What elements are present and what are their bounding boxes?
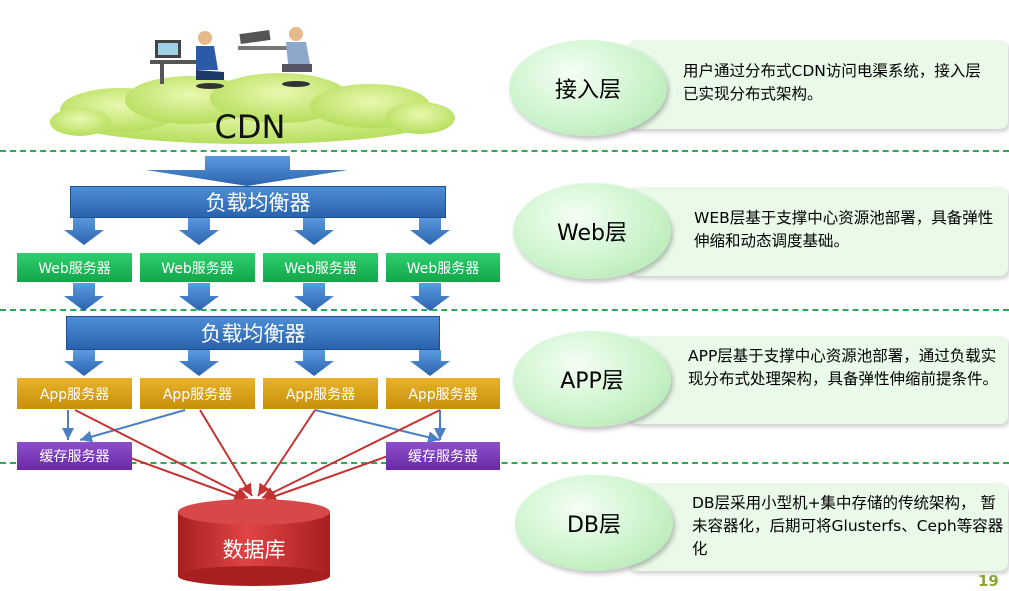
- web-server: Web服务器: [386, 253, 500, 282]
- architecture-graphics: [50, 27, 455, 586]
- layer-description: APP层基于支撑中心资源池部署，通过负载实现分布式处理架构，具备弹性伸缩前提条件…: [688, 347, 999, 388]
- app-server: App服务器: [386, 378, 500, 409]
- divider-line: [0, 309, 1009, 311]
- database-label: 数据库: [222, 538, 286, 562]
- page-number: 19: [978, 572, 999, 590]
- divider-line: [0, 150, 1009, 152]
- layer-panel-web: WEB层基于支撑中心资源池部署，具备弹性伸缩和动态调度基础。: [628, 187, 1008, 276]
- load-balancer-2: 负载均衡器: [66, 316, 440, 350]
- web-server: Web服务器: [17, 253, 132, 282]
- layer-label-app: APP层: [513, 331, 671, 427]
- app-server: App服务器: [263, 378, 378, 409]
- layer-description: 用户通过分布式CDN访问电渠系统，接入层已实现分布式架构。: [683, 62, 981, 103]
- web-server: Web服务器: [140, 253, 255, 282]
- load-balancer-1: 负载均衡器: [70, 186, 446, 218]
- user-computer-icon: [238, 27, 312, 87]
- cdn-arrow: [146, 156, 348, 186]
- cdn-label: CDN: [214, 108, 286, 146]
- layer-description: WEB层基于支撑中心资源池部署，具备弹性伸缩和动态调度基础。: [694, 209, 994, 250]
- layer-label-web: Web层: [513, 183, 671, 279]
- lb1-web-arrows: [64, 217, 450, 245]
- divider-line: [0, 462, 1009, 464]
- layer-label-db: DB层: [515, 475, 673, 571]
- web-server: Web服务器: [263, 253, 378, 282]
- layer-panel-db: DB层采用小型机+集中存储的传统架构， 暂未容器化，后期可将Glusterfs、…: [628, 483, 1008, 571]
- database-cylinder: [178, 499, 330, 586]
- layer-panel-app: APP层基于支撑中心资源池部署，通过负载实现分布式处理架构，具备弹性伸缩前提条件…: [628, 336, 1008, 424]
- app-server: App服务器: [140, 378, 255, 409]
- layer-label-access: 接入层: [509, 40, 667, 136]
- user-computer-icon: [150, 31, 224, 89]
- layer-description: DB层采用小型机+集中存储的传统架构， 暂未容器化，后期可将Glusterfs、…: [692, 494, 1004, 558]
- cdn-cloud: [50, 73, 455, 144]
- web-lb2-arrows: [64, 283, 450, 311]
- app-server: App服务器: [17, 378, 132, 409]
- layer-panel-access: 用户通过分布式CDN访问电渠系统，接入层已实现分布式架构。: [628, 40, 1008, 129]
- cache-server: 缓存服务器: [386, 442, 500, 470]
- cache-server: 缓存服务器: [17, 442, 132, 470]
- app-cache-links: [62, 409, 446, 444]
- lb2-app-arrows: [64, 350, 450, 376]
- db-links: [74, 409, 441, 502]
